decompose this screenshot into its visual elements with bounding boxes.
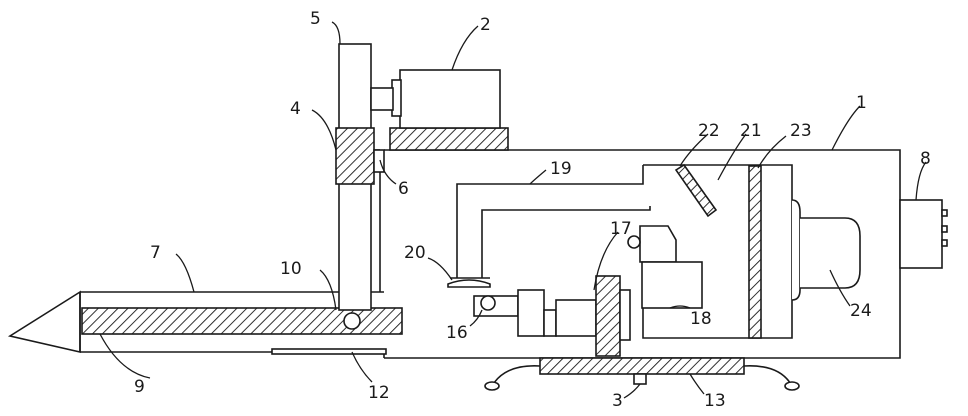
label-13: 13 [704,391,726,411]
label-4: 4 [290,99,301,119]
angled-deflector [676,165,716,216]
bottom-carriage [485,358,799,390]
label-19: 19 [550,159,572,179]
label-5: 5 [310,9,321,29]
label-16: 16 [446,323,468,343]
label-7: 7 [150,243,161,263]
sensor-unit [628,226,702,308]
label-6: 6 [398,179,409,199]
label-10: 10 [280,259,302,279]
label-24: 24 [850,301,872,321]
label-23: 23 [790,121,812,141]
label-18: 18 [690,309,712,329]
label-2: 2 [480,15,491,35]
label-12: 12 [368,383,390,403]
label-1: 1 [856,93,867,113]
label-22: 22 [698,121,720,141]
bottom-plate [272,349,386,354]
column-roller [344,313,360,329]
label-8: 8 [920,149,931,169]
label-21: 21 [740,121,762,141]
shaft-gear-assembly [474,276,630,356]
motor-assembly [371,70,508,150]
label-20: 20 [404,243,426,263]
fan-unit [792,200,860,300]
label-17: 17 [610,219,632,239]
filter-screen [749,166,761,338]
side-control-box [900,200,947,268]
slider-block [336,128,374,184]
label-9: 9 [134,377,145,397]
label-3: 3 [612,391,623,411]
